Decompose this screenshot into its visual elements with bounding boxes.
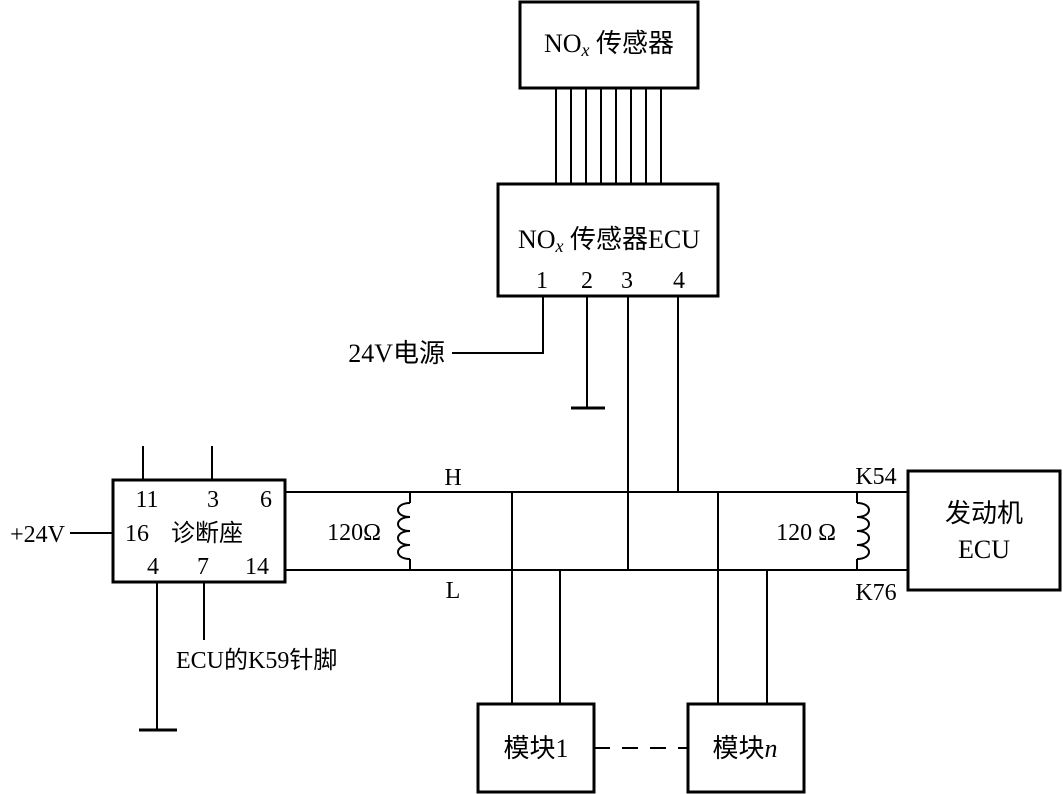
module-1: 模块1 <box>476 702 596 794</box>
module-n: 模块n <box>686 702 806 794</box>
nox-sensor: NOx 传感器 <box>518 0 700 90</box>
engine-ecu-box <box>906 469 1062 592</box>
engine-ecu-pin-k76: K76 <box>855 580 896 606</box>
engine-ecu: 发动机 ECU <box>906 469 1062 592</box>
termination-left-label: 120Ω <box>327 520 381 546</box>
engine-ecu-pin-k54: K54 <box>855 464 896 490</box>
module-n-box <box>686 702 806 794</box>
nox-ecu-pin-4: 4 <box>673 268 685 294</box>
nox-sensor-ecu: NOx 传感器ECU 1 2 3 4 <box>496 182 720 298</box>
diagnostic-connector: 11 3 6 16 诊断座 4 7 14 <box>111 446 287 584</box>
diag-pin-6: 6 <box>260 487 272 513</box>
module-1-box <box>476 702 596 794</box>
nox-sensor-label: NOx 传感器 <box>544 29 674 60</box>
power-supply-wire <box>452 296 544 354</box>
module-1-label: 模块1 <box>503 734 568 763</box>
diag-pin-4: 4 <box>147 554 159 580</box>
diag-pin-16: 16 <box>125 521 149 547</box>
diag-pin-14: 14 <box>245 554 269 580</box>
nox-ecu-pin-3: 3 <box>621 268 633 294</box>
engine-ecu-label-line2: ECU <box>958 535 1010 564</box>
nox-ecu-box <box>496 182 720 298</box>
supply-24v-label: +24V <box>10 522 66 548</box>
termination-resistor-left <box>397 492 411 570</box>
nox-sensor-box <box>518 0 700 90</box>
k59-note: ECU的K59针脚 <box>176 647 337 674</box>
can-low-label: L <box>446 578 461 604</box>
termination-right-label: 120 Ω <box>776 520 836 546</box>
sensor-harness <box>555 88 662 184</box>
diag-pin-11: 11 <box>135 487 158 513</box>
nox-ecu-pin-2: 2 <box>581 268 593 294</box>
diag-pin-7: 7 <box>197 554 209 580</box>
nox-ecu-label: NOx 传感器ECU <box>518 225 700 256</box>
can-high-label: H <box>444 465 461 491</box>
power-supply-label: 24V电源 <box>348 339 445 368</box>
engine-ecu-label-line1: 发动机 <box>945 499 1023 528</box>
diag-connector-label: 诊断座 <box>171 520 243 547</box>
diag-pin-3: 3 <box>207 487 219 513</box>
termination-resistor-right <box>856 492 870 570</box>
module-n-label: 模块n <box>712 734 777 763</box>
nox-ecu-pin-1: 1 <box>536 268 548 294</box>
diag-box <box>111 478 287 584</box>
